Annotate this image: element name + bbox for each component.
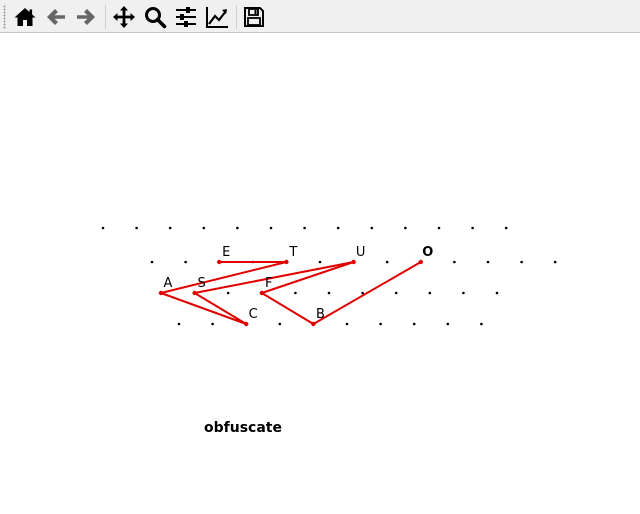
- key-dot: [486, 260, 490, 264]
- key-dot: [453, 260, 456, 264]
- key-dots: [101, 226, 557, 326]
- key-dot: [236, 226, 239, 230]
- save-button[interactable]: [240, 3, 268, 31]
- key-dot: [446, 322, 450, 326]
- key-dot: [135, 226, 138, 230]
- key-point-e: [217, 259, 222, 265]
- configure-subplots-button[interactable]: [172, 3, 200, 31]
- key-dot: [345, 322, 349, 326]
- key-dot: [303, 226, 306, 230]
- key-label-o: O: [422, 245, 433, 260]
- line-chart-icon: [206, 7, 228, 28]
- key-dot: [462, 291, 465, 295]
- key-dot: [428, 291, 432, 295]
- toolbar-grip[interactable]: [3, 5, 6, 29]
- key-label-e: E: [222, 245, 230, 260]
- forward-button[interactable]: [72, 3, 100, 31]
- figure-canvas[interactable]: E T U O A S F C B obfuscate: [0, 34, 640, 514]
- key-dot: [437, 226, 441, 230]
- key-label-c: C: [249, 307, 258, 322]
- key-point-t: [284, 259, 289, 265]
- key-dot: [318, 260, 322, 264]
- key-dot: [269, 226, 273, 230]
- key-dot: [327, 291, 331, 295]
- key-dot: [385, 260, 389, 264]
- key-dot: [480, 322, 483, 326]
- key-label-u: U: [356, 245, 366, 260]
- key-label-t: T: [288, 245, 297, 260]
- key-dot: [177, 322, 181, 326]
- key-labels: E T U O A S F C B: [164, 245, 434, 322]
- key-dot: [553, 260, 557, 264]
- key-dot: [471, 226, 474, 230]
- key-dot: [202, 226, 206, 230]
- key-dot: [495, 291, 499, 295]
- home-icon: [14, 8, 36, 26]
- key-label-b: B: [316, 307, 325, 322]
- key-dot: [101, 226, 105, 230]
- key-dot: [504, 226, 508, 230]
- key-dot: [336, 226, 340, 230]
- swipe-path-line: [160, 261, 422, 325]
- pan-button[interactable]: [110, 3, 138, 31]
- key-point-f: [259, 290, 264, 296]
- magnifier-icon: [145, 7, 167, 29]
- key-dot: [379, 322, 382, 326]
- swipe-path: [158, 259, 423, 327]
- key-dot: [294, 291, 297, 295]
- back-button[interactable]: [42, 3, 70, 31]
- figure-caption: obfuscate: [204, 420, 282, 436]
- key-dot: [278, 322, 282, 326]
- key-dot: [211, 322, 214, 326]
- arrow-right-icon: [77, 9, 95, 25]
- key-point-o: [418, 259, 423, 265]
- keyboard-plot: E T U O A S F C B obfuscate: [101, 226, 557, 436]
- toolbar-separator: [105, 5, 106, 29]
- key-dot: [404, 226, 407, 230]
- edit-axes-button[interactable]: [203, 3, 231, 31]
- key-dot: [226, 291, 230, 295]
- floppy-disk-icon: [244, 7, 264, 27]
- key-label-f: F: [265, 276, 272, 291]
- key-dot: [412, 322, 416, 326]
- arrow-left-icon: [47, 9, 65, 25]
- home-button[interactable]: [11, 3, 39, 31]
- zoom-button[interactable]: [141, 3, 169, 31]
- key-dot: [184, 260, 187, 264]
- toolbar: [0, 0, 640, 33]
- key-label-a: A: [164, 276, 173, 291]
- key-dot: [168, 226, 172, 230]
- key-dot: [394, 291, 398, 295]
- key-dot: [520, 260, 523, 264]
- key-label-s: S: [197, 276, 205, 291]
- key-point-b: [311, 321, 316, 327]
- key-dot: [150, 260, 154, 264]
- key-point-u: [351, 259, 356, 265]
- move-arrows-icon: [113, 6, 135, 28]
- key-point-s: [192, 290, 197, 296]
- key-dot: [361, 291, 364, 295]
- key-point-c: [244, 321, 249, 327]
- key-point-a: [158, 290, 164, 296]
- toolbar-separator: [236, 5, 237, 29]
- key-dot: [370, 226, 374, 230]
- sliders-icon: [176, 7, 196, 27]
